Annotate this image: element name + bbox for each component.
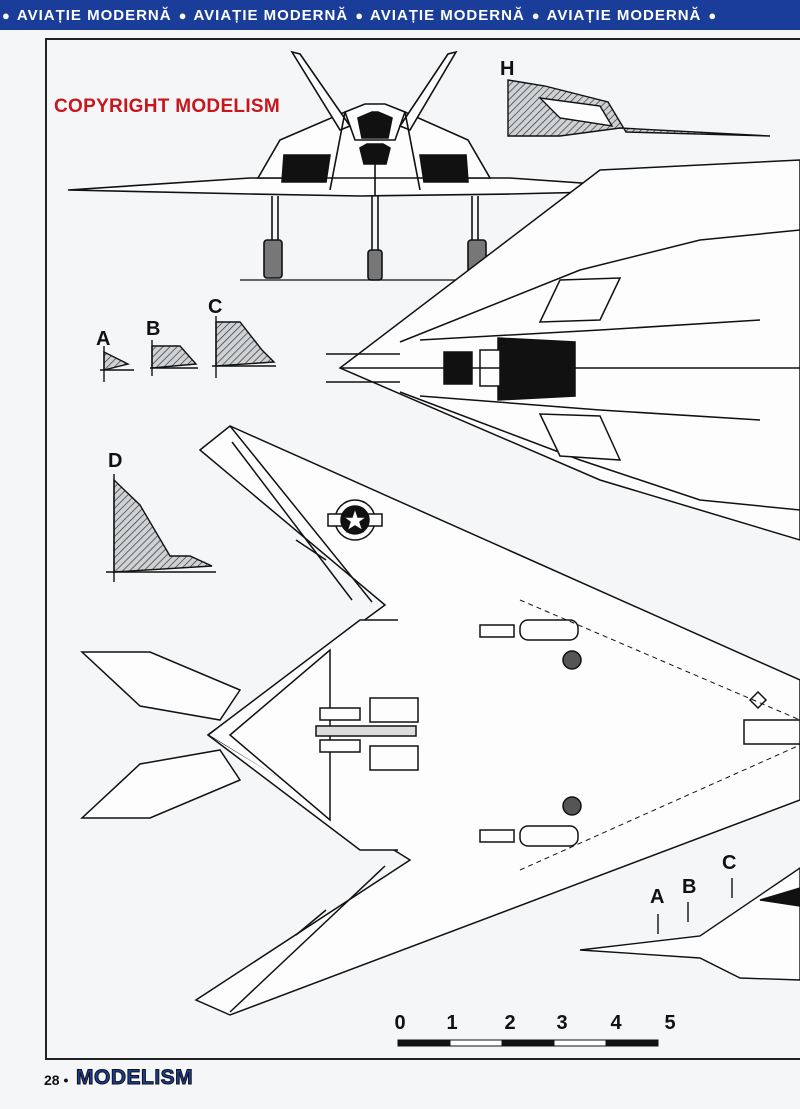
drawing-frame	[45, 38, 800, 1060]
label-section-c: C	[208, 296, 223, 318]
label-section-h: H	[500, 58, 515, 80]
header-title-4: AVIAȚIE MODERNĂ	[546, 6, 702, 24]
scale-tick-0: 0	[394, 1012, 406, 1034]
scale-tick-3: 3	[556, 1012, 568, 1034]
bullet-icon: ●	[178, 7, 187, 23]
section-h	[507, 79, 771, 137]
scale-bar	[397, 1039, 659, 1047]
section-d	[106, 474, 216, 582]
page-number: 28 •	[44, 1072, 69, 1088]
scale-tick-1: 1	[446, 1012, 458, 1034]
sections-abc	[100, 316, 276, 382]
label-section-d: D	[108, 450, 123, 472]
front-view	[67, 50, 683, 281]
upper-partial-view	[326, 159, 800, 541]
bullet-icon: ●	[708, 7, 717, 23]
magazine-header-band: ● AVIAȚIE MODERNĂ ● AVIAȚIE MODERNĂ ● AV…	[0, 0, 800, 30]
bullet-icon: ●	[2, 7, 10, 23]
label-cut-b: B	[682, 876, 697, 898]
main-planform	[80, 425, 800, 1016]
label-cut-a: A	[650, 886, 665, 908]
header-title-1: AVIAȚIE MODERNĂ	[16, 6, 172, 24]
label-cut-c: C	[722, 852, 737, 874]
lower-partial-view	[579, 867, 800, 981]
magazine-brand-logo: MODELISM	[75, 1066, 194, 1090]
bullet-icon: ●	[531, 7, 540, 23]
bullet-icon: ●	[355, 7, 364, 23]
header-title-3: AVIAȚIE MODERNĂ	[370, 6, 525, 24]
scale-tick-5: 5	[664, 1012, 676, 1034]
label-section-b: B	[146, 318, 161, 340]
scale-tick-2: 2	[504, 1012, 516, 1034]
header-title-2: AVIAȚIE MODERNĂ	[193, 6, 349, 24]
scale-tick-4: 4	[610, 1012, 622, 1034]
copyright-notice: COPYRIGHT MODELISM	[54, 96, 281, 117]
label-section-a: A	[96, 328, 111, 350]
